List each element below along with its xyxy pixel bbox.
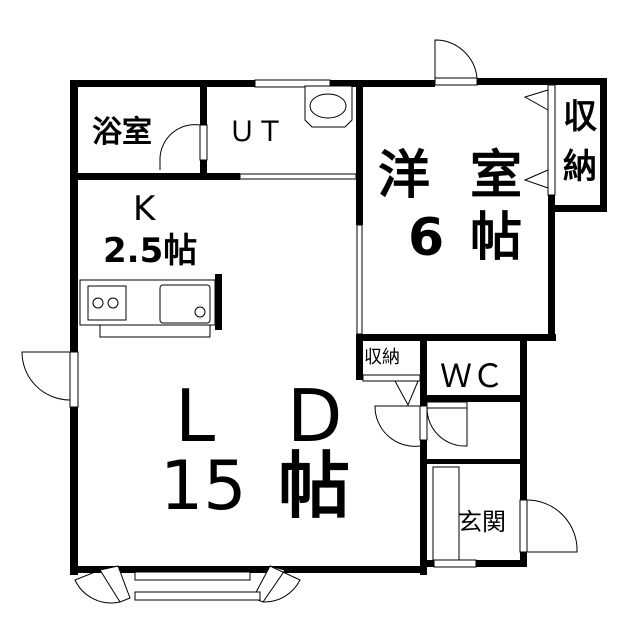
western-room-size-num: 6: [408, 208, 445, 268]
living-dining-label-1: L: [175, 374, 216, 458]
western-room-label-1: 洋: [378, 146, 431, 206]
living-dining-size-unit: 帖: [278, 444, 351, 528]
closet-small-label: 収納: [364, 347, 400, 368]
closet-large-label-2: 納: [563, 147, 597, 187]
kitchen-label: K: [133, 189, 156, 229]
entrance-label: 玄関: [458, 508, 506, 536]
western-room-label-2: 室: [470, 146, 523, 206]
door-swings: [21, 39, 578, 604]
kitchen-size: 2.5帖: [103, 231, 198, 271]
bath-label: 浴室: [92, 115, 152, 150]
western-room-size-unit: 帖: [470, 208, 523, 268]
closet-large-label-1: 収: [563, 97, 597, 137]
fixtures: [69, 77, 556, 603]
walls: [70, 78, 607, 575]
toilet-label: ＷＣ: [440, 357, 505, 395]
living-dining-label-2: D: [287, 374, 343, 458]
living-dining-size-num: 15: [160, 447, 247, 526]
utility-label: ＵＴ: [228, 115, 285, 148]
